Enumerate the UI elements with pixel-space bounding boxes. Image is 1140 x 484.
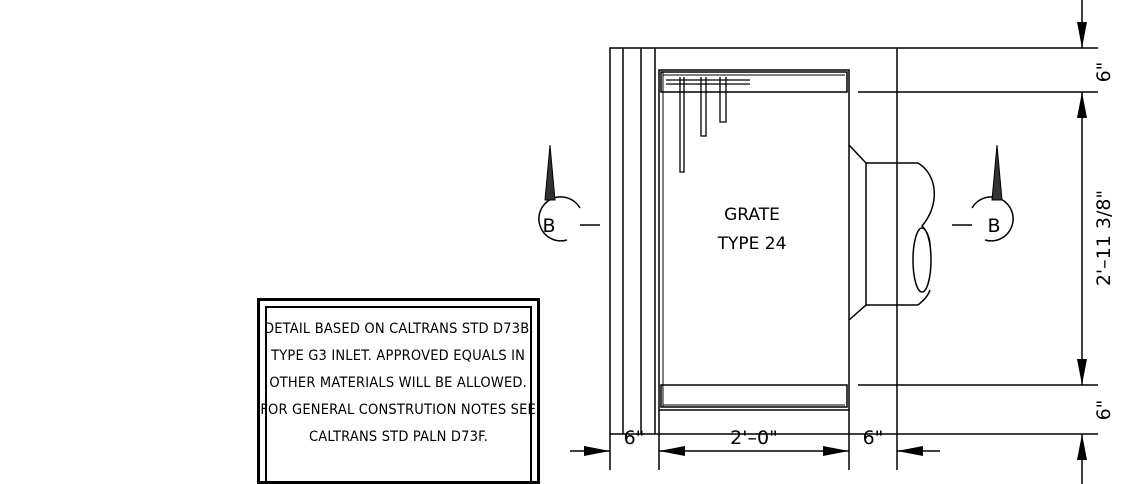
pipe-outlet — [848, 144, 935, 321]
frame-bar-top — [660, 71, 848, 93]
dim-bottom-right: 6" — [863, 427, 884, 449]
arrow-right-icon-2 — [823, 446, 849, 456]
grate-frame — [658, 69, 850, 411]
arrow-down-icon-2 — [1077, 359, 1087, 385]
section-marker-left — [538, 144, 600, 242]
grate-bar-2 — [700, 77, 707, 137]
arrow-left-icon — [659, 446, 685, 456]
right-dimensions — [858, 0, 1098, 484]
detail-note-inner: DETAIL BASED ON CALTRANS STD D73B, TYPE … — [261, 306, 536, 484]
dim-right-top: 6" — [1093, 62, 1115, 83]
section-bubble-left — [538, 196, 581, 242]
detail-note-box: DETAIL BASED ON CALTRANS STD D73B, TYPE … — [257, 298, 540, 484]
right-dimension-arrows — [1077, 22, 1087, 460]
section-arrow-left-icon — [544, 144, 556, 201]
bottom-dimension-arrows — [584, 446, 923, 456]
note-line-4: FOR GENERAL CONSTRUTION NOTES SEE — [260, 402, 537, 418]
grate-bar-1 — [679, 77, 685, 173]
arrow-up-icon-2 — [1077, 434, 1087, 460]
note-line-1: DETAIL BASED ON CALTRANS STD D73B, — [263, 321, 534, 337]
note-line-5: CALTRANS STD PALN D73F. — [308, 429, 489, 445]
pipe-break-end — [912, 227, 932, 293]
section-arrow-right-icon — [991, 144, 1003, 201]
dim-right-middle: 2'–11 3/8" — [1093, 190, 1115, 286]
arrow-right-icon — [584, 446, 610, 456]
section-bubble-right — [971, 196, 1014, 242]
dim-bottom-left: 6" — [624, 427, 645, 449]
inlet-box — [609, 47, 898, 435]
arrow-up-icon — [1077, 92, 1087, 118]
arrow-left-icon-2 — [897, 446, 923, 456]
pipe-transition — [848, 144, 867, 321]
grate-label-line-1: GRATE — [724, 205, 780, 225]
section-label-right: B — [987, 215, 1000, 237]
grate-bar-3 — [719, 77, 727, 123]
frame-bar-bottom — [660, 384, 848, 408]
grate-bars — [666, 77, 750, 173]
pipe-break-bottom — [917, 289, 931, 306]
dim-right-bottom: 6" — [1093, 400, 1115, 421]
grate-label-line-2: TYPE 24 — [717, 234, 787, 254]
section-marker-right — [952, 144, 1014, 242]
arrow-down-icon — [1077, 22, 1087, 48]
section-label-left: B — [542, 215, 555, 237]
note-line-2: TYPE G3 INLET. APPROVED EQUALS IN — [271, 348, 526, 364]
note-line-3: OTHER MATERIALS WILL BE ALLOWED. — [269, 375, 528, 391]
dim-bottom-center: 2'–0" — [730, 427, 778, 449]
outer-box-outline — [609, 47, 898, 435]
